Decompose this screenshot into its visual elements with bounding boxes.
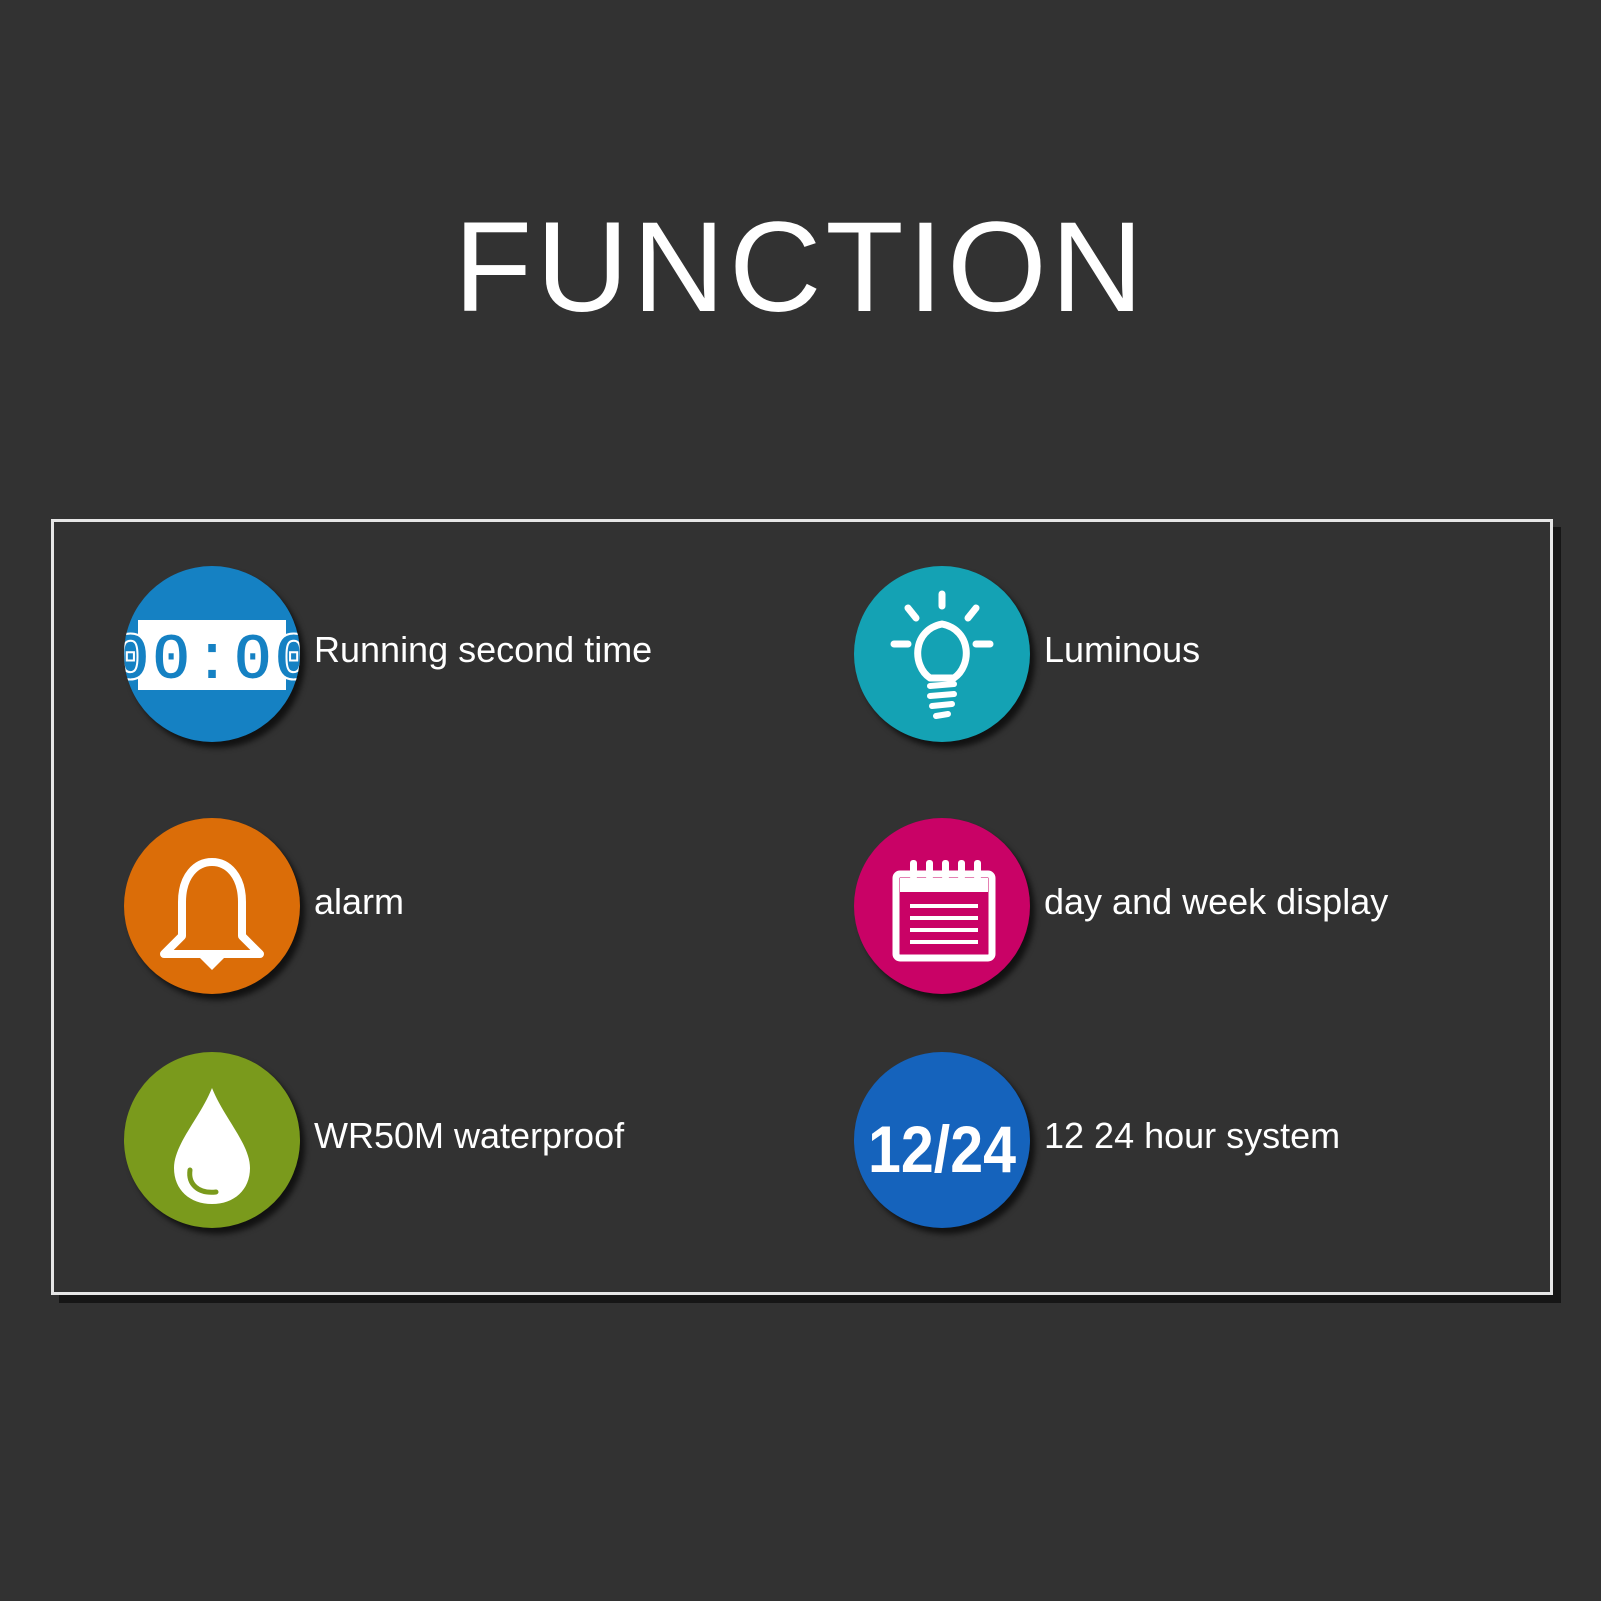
page-title: FUNCTION [453, 196, 1148, 339]
twelve-twenty-four-icon: 12/24 [854, 1052, 1030, 1228]
feature-label: alarm [314, 881, 405, 922]
light-bulb-icon [854, 566, 1030, 742]
water-drop-icon [124, 1052, 300, 1228]
feature-label: 12 24 hour system [1044, 1115, 1341, 1156]
digital-clock-icon: 00:00 [124, 566, 300, 742]
feature-label: Luminous [1044, 629, 1201, 670]
features-panel: 00:00 Running second time Luminous [51, 519, 1553, 1295]
twelve-twenty-four-text: 12/24 [868, 1112, 1016, 1186]
feature-label: WR50M waterproof [314, 1115, 625, 1156]
feature-label: Running second time [314, 629, 653, 670]
feature-label: day and week display [1044, 881, 1389, 922]
digital-clock-text: 00:00 [124, 623, 300, 700]
calendar-icon [854, 818, 1030, 994]
bell-icon [124, 818, 300, 994]
